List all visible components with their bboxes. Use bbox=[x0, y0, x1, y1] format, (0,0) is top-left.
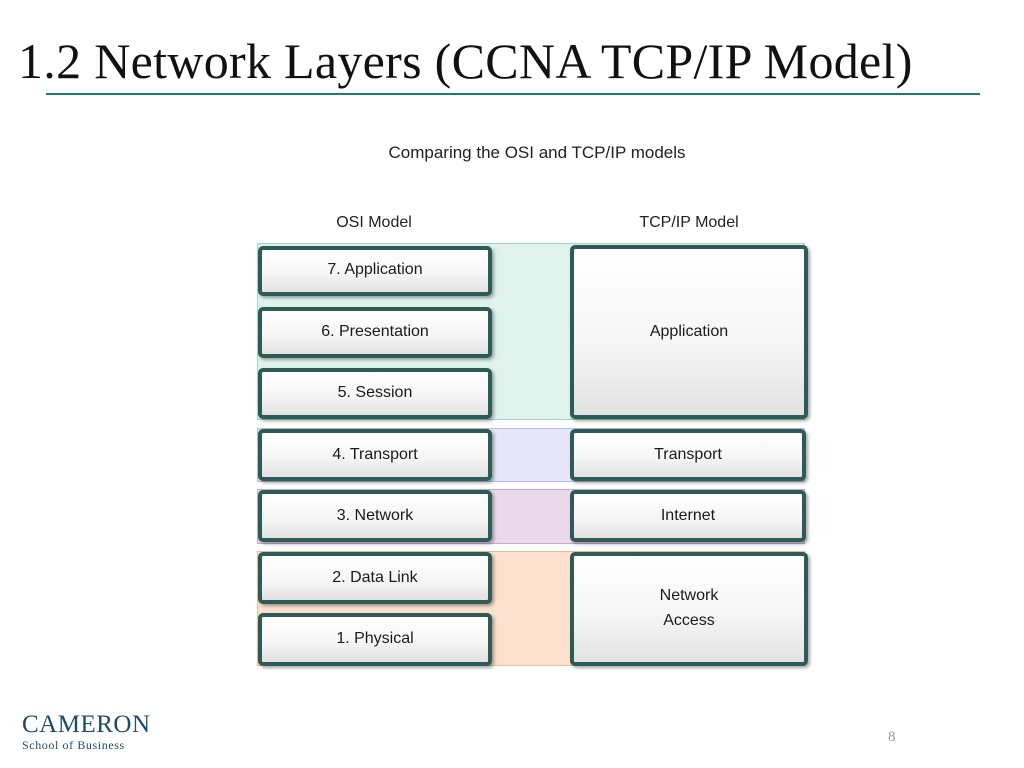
osi-layer-presentation: 6. Presentation bbox=[258, 307, 492, 358]
osi-model-heading: OSI Model bbox=[336, 214, 412, 231]
osi-layer-data-link: 2. Data Link bbox=[258, 552, 492, 604]
tcpip-layer-application: Application bbox=[570, 245, 808, 419]
osi-layer-session: 5. Session bbox=[258, 368, 492, 419]
logo-subtitle: School of Business bbox=[22, 738, 125, 752]
osi-layer-application: 7. Application bbox=[258, 246, 492, 296]
tcpip-model-heading: TCP/IP Model bbox=[639, 214, 739, 231]
osi-layer-transport: 4. Transport bbox=[258, 429, 492, 481]
diagram-title: Comparing the OSI and TCP/IP models bbox=[388, 143, 686, 162]
slide-title: 1.2 Network Layers (CCNA TCP/IP Model) bbox=[18, 33, 913, 89]
page-number: 8 bbox=[888, 729, 896, 745]
tcpip-layer-network-access: Network Access bbox=[570, 552, 808, 666]
osi-layer-network: 3. Network bbox=[258, 490, 492, 542]
logo-brand: CAMERON bbox=[22, 711, 151, 738]
cameron-logo: CAMERON School of Business bbox=[22, 711, 151, 753]
tcpip-layer-internet: Internet bbox=[570, 490, 806, 542]
tcpip-layer-transport: Transport bbox=[570, 429, 806, 481]
title-underline bbox=[46, 93, 980, 95]
osi-layer-physical: 1. Physical bbox=[258, 613, 492, 666]
